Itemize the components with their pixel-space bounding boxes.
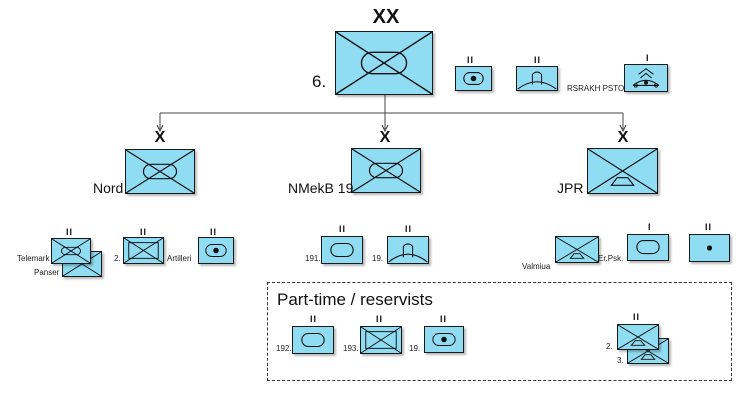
artilleri-label: Artilleri [167,254,192,263]
echelon-ii: II [440,314,448,324]
echelon-ii: II [310,314,318,324]
brigade-echelon-jpr: X [617,129,629,146]
echelon-ii: II [405,224,413,234]
unit-valmiua [555,236,599,263]
armor-icon [330,242,354,258]
unit-reserve-19-artillery [424,326,464,353]
unit-193 [360,326,402,354]
division-echelon: XX [372,6,400,28]
brigade-echelon-nord: X [154,129,166,146]
unit-jpr-artillery [689,234,730,262]
brigade-jpr-label: JPR [557,180,584,196]
recon-icon [463,71,484,86]
unit-engineer [516,66,558,91]
armored-infantry-icon [125,149,195,194]
unit-rsrakh [624,64,668,92]
reserve-2-label: 2. [606,342,613,351]
brigade-nmekb-label: NMekB 19 [288,180,354,196]
reserve-3-label: 3. [617,356,624,365]
rsrakh-label: RSRAKH PSTO [567,84,625,93]
division-label: 6. [312,72,327,91]
nord-2-label: 2. [114,254,121,263]
unit-recon [455,66,492,91]
erpsk-label: Er.Psk. [598,254,624,263]
artillery-dot-icon [706,245,713,251]
bridge-icon [517,71,557,90]
panser-label: Panser [34,268,60,277]
nmekb-191-label: 191. [305,254,321,263]
unit-reserve-2 [617,324,659,350]
telemark-label: Telemark [17,254,50,263]
echelon-ii: II [534,55,542,65]
valmiua-label: Valmiua [522,262,551,271]
armored-infantry-icon [360,326,402,354]
echelon-ii: II [66,227,74,237]
echelon-i: I [648,222,652,232]
echelon-ii: II [467,55,475,65]
armored-infantry-icon [335,31,433,95]
armor-icon [636,240,660,255]
echelon-ii: II [376,314,384,324]
unit-artilleri [198,237,234,264]
brigade-nord-symbol [125,149,195,194]
unit-192 [292,326,334,354]
unit-191 [321,236,363,264]
echelon-ii: II [140,227,148,237]
reserve-192-label: 192. [276,344,292,353]
brigade-jpr-symbol [587,148,658,194]
bridge-icon [388,243,428,263]
brigade-echelon-nmekb: X [379,129,391,146]
armor-icon [301,332,325,348]
armored-infantry-icon [123,237,164,264]
unit-nord-2 [123,237,164,264]
echelon-ii: II [705,222,713,232]
air-defense-icon [632,68,660,88]
echelon-ii: II [210,227,218,237]
echelon-ii: II [339,224,347,234]
armored-infantry-icon [51,238,91,264]
brigade-nmekb-symbol [351,148,421,193]
unit-telemark [51,238,91,264]
reserve-193-label: 193. [343,344,359,353]
armored-infantry-icon [351,148,421,193]
unit-19-engineer [387,236,429,264]
reserve-group [267,282,732,381]
ranger-infantry-icon [587,148,658,194]
artillery-icon [432,332,456,347]
ranger-infantry-icon [555,236,599,263]
echelon-i: I [646,53,650,63]
unit-erpsk [627,234,669,261]
ranger-infantry-icon [617,324,659,350]
nmekb-19-label: 19. [372,254,384,263]
artillery-icon [205,243,227,258]
division-symbol [335,31,433,95]
reserve-19-label: 19. [409,344,421,353]
echelon-ii: II [633,312,641,322]
brigade-nord-label: Nord [93,180,124,196]
reserve-title: Part-time / reservists [277,290,433,309]
